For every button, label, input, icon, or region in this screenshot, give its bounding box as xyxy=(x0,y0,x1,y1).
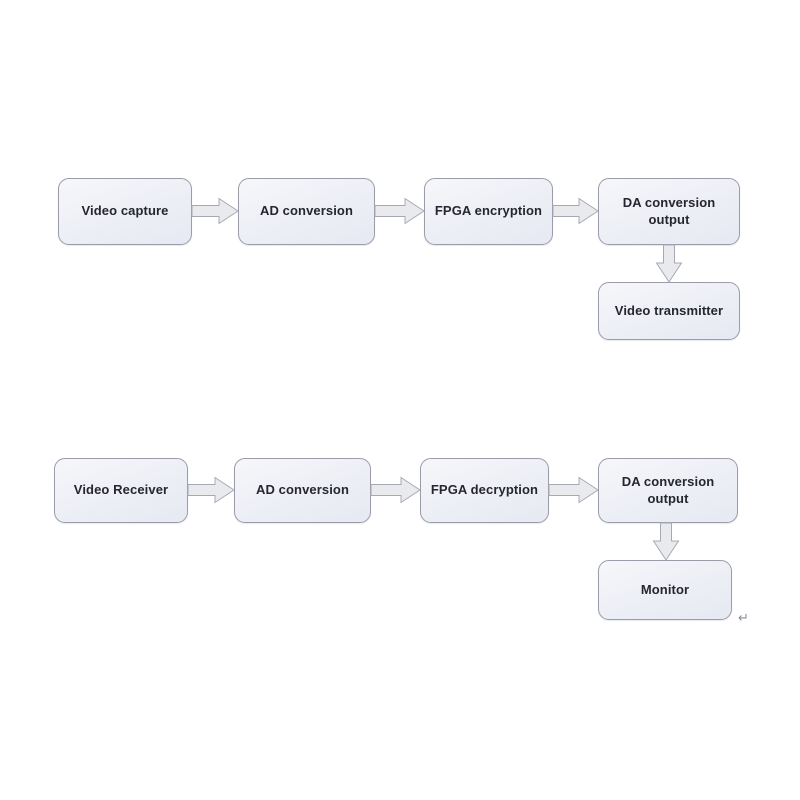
process-node-ad-conversion-rx[interactable]: AD conversion xyxy=(234,458,371,523)
process-node-monitor[interactable]: Monitor xyxy=(598,560,732,620)
flow-arrow-fpga-to-da xyxy=(552,197,599,225)
process-node-label: DA conversion output xyxy=(621,474,715,506)
process-node-da-conversion-tx[interactable]: DA conversion output xyxy=(598,178,740,245)
flow-arrow-da-to-transmitter xyxy=(655,244,683,283)
process-node-label: Monitor xyxy=(640,581,690,597)
flow-arrow-fpga-to-da-rx xyxy=(548,476,599,504)
flow-arrow-da-to-monitor xyxy=(652,522,680,561)
flow-arrow-ad-to-fpga-rx xyxy=(370,476,421,504)
process-node-label: Video Receiver xyxy=(73,482,169,498)
flow-arrow-ad-to-fpga xyxy=(374,197,425,225)
process-node-label: Video transmitter xyxy=(614,302,724,318)
process-node-video-transmitter[interactable]: Video transmitter xyxy=(598,282,740,340)
process-node-video-capture[interactable]: Video capture xyxy=(58,178,192,245)
process-node-fpga-encryption[interactable]: FPGA encryption xyxy=(424,178,553,245)
process-node-label: AD conversion xyxy=(259,203,354,219)
process-node-label: Video capture xyxy=(81,203,169,219)
paragraph-return-mark: ↵ xyxy=(738,611,749,626)
flow-arrow-capture-to-ad xyxy=(191,197,239,225)
process-node-label: FPGA decryption xyxy=(430,482,539,498)
process-node-da-conversion-rx[interactable]: DA conversion output xyxy=(598,458,738,523)
flow-arrow-receiver-to-ad xyxy=(187,476,235,504)
process-node-label: DA conversion output xyxy=(622,195,716,227)
process-node-label: AD conversion xyxy=(255,482,350,498)
process-node-ad-conversion-tx[interactable]: AD conversion xyxy=(238,178,375,245)
process-node-label: FPGA encryption xyxy=(434,203,543,219)
process-node-video-receiver[interactable]: Video Receiver xyxy=(54,458,188,523)
process-node-fpga-decryption[interactable]: FPGA decryption xyxy=(420,458,549,523)
